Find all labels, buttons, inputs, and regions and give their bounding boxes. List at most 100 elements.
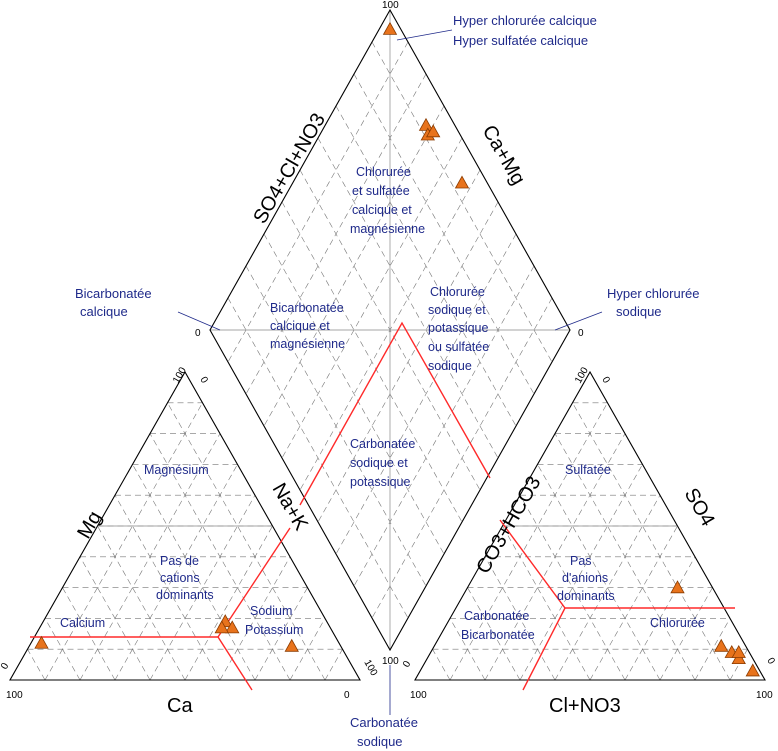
facies-diamond-bicarbonatee-calcique: calcique et: [270, 319, 330, 333]
anion-grid-line: [572, 402, 731, 681]
diamond-sample-marker: [418, 117, 434, 131]
facies-diamond-chloruree-sodique: sodique: [428, 359, 472, 373]
diamond-top-tick: 100: [382, 0, 399, 11]
cation-grid-line: [62, 587, 116, 681]
cation-facies-labels: Magnésium Pas de cations dominants Calci…: [60, 463, 303, 637]
anion-left-tick: 0: [401, 659, 414, 670]
facies-bicarbonatee: Bicarbonatée: [461, 628, 535, 642]
facies-diamond-carbonatee-sodique: potassique: [350, 475, 411, 489]
anion-top-tick: 100: [573, 365, 591, 385]
cation-sample-marker: [214, 620, 229, 634]
cation-grid-line: [184, 525, 273, 681]
anion-facies-labels: Sulfatée Pas d'anions dominants Carbonat…: [461, 463, 705, 642]
axis-title-ca: Ca: [167, 695, 193, 717]
facies-boundaries: [30, 321, 735, 691]
anion-sample-marker: [745, 663, 760, 677]
facies-carbonatee: Carbonatée: [464, 609, 529, 623]
anion-sample-marker: [670, 580, 685, 594]
anion-sample-marker: [731, 644, 746, 658]
anion-sample-marker: [714, 638, 729, 652]
diamond-facies-labels: Chlorurée et sulfatée calcique et magnés…: [270, 165, 489, 489]
diamond-grid-line: [227, 41, 409, 363]
facies-no-dominant-cation: cations: [160, 571, 200, 585]
diamond-facies-boundary: [299, 321, 491, 506]
cation-grid-line: [132, 464, 256, 681]
facies-no-dominant-anion: dominants: [557, 589, 615, 603]
anion-top-right-tick: 0: [599, 375, 612, 386]
anion-grid-line: [537, 464, 661, 681]
cation-bottom-right-tick: 0: [344, 690, 350, 701]
diamond-right-tick: 0: [578, 328, 584, 339]
facies-diamond-chloruree-sulfatee-calcique: Chlorurée: [356, 165, 411, 179]
axis-title-na-k: Na+K: [268, 480, 313, 535]
anion-facies-boundary: [522, 607, 566, 691]
axis-title-cl-no3: Cl+NO3: [549, 695, 621, 717]
axis-title-co3-hco3: CO3+HCO3: [472, 473, 545, 578]
cation-grid-line: [27, 649, 46, 681]
facies-sodium-potassium: Sodium: [250, 604, 292, 618]
anion-grid-line: [729, 649, 748, 681]
facies-diamond-chloruree-sodique: potassique: [428, 321, 489, 335]
facies-no-dominant-anion: d'anions: [562, 571, 608, 585]
facies-diamond-carbonatee-sodique: sodique et: [350, 456, 408, 470]
anion-bottom-left-tick: 100: [410, 690, 427, 701]
diamond-sample-marker: [426, 124, 441, 138]
diamond-bottom-tick: 100: [382, 656, 399, 667]
cation-sample-marker: [34, 635, 49, 649]
anion-grid-line: [659, 587, 713, 681]
facies-diamond-chloruree-sulfatee-calcique: calcique et: [352, 203, 412, 217]
annotation-hyper-sulfatee-calcique: Hyper sulfatée calcique: [453, 33, 588, 48]
diamond-grid-line: [371, 41, 553, 363]
facies-no-dominant-cation: Pas de: [160, 554, 199, 568]
facies-diamond-chloruree-sodique: Chlorurée: [430, 285, 485, 299]
anion-right-tick: 0: [764, 656, 777, 667]
diamond-grid-line: [281, 137, 463, 459]
anion-grid-line: [449, 402, 608, 681]
cation-grid-line: [97, 525, 186, 681]
facies-no-dominant-anion: Pas: [570, 554, 592, 568]
anion-grid-line: [502, 525, 591, 681]
diamond-grid-line: [335, 233, 517, 555]
cation-grid-line: [324, 649, 343, 681]
cation-grid-line: [167, 402, 326, 681]
anion-grid-line: [432, 649, 451, 681]
annotation-hyper-chloruree-sodique: sodique: [616, 304, 662, 319]
grid-lines: [27, 10, 748, 681]
diamond-grid-line: [245, 73, 427, 395]
cation-left-tick: 0: [0, 661, 12, 672]
facies-chloruree: Chlorurée: [650, 616, 705, 630]
facies-diamond-bicarbonatee-calcique: Bicarbonatée: [270, 301, 344, 315]
diamond-frame: [209, 8, 571, 652]
anion-grid-line: [519, 464, 643, 681]
annotation-bicarbonatee-calcique: calcique: [80, 304, 128, 319]
anion-grid-line: [467, 587, 521, 681]
cation-sample-marker: [225, 620, 240, 634]
diagram-frames: [9, 8, 766, 681]
anion-triangle-frame: [414, 370, 766, 681]
cation-right-tick: 100: [361, 658, 379, 678]
cation-grid-line: [254, 587, 308, 681]
cation-facies-boundary: [30, 636, 253, 691]
facies-calcium: Calcium: [60, 616, 105, 630]
tick-labels: 100 0 0 100 100 0 0 100 0 100 100 0 0 10…: [0, 0, 777, 701]
cation-facies-boundary: [217, 527, 291, 638]
anion-bottom-right-tick: 100: [756, 690, 773, 701]
anion-grid-line: [589, 525, 678, 681]
diamond-grid-line: [353, 73, 535, 395]
facies-diamond-chloruree-sulfatee-calcique: et sulfatée: [352, 184, 410, 198]
facies-no-dominant-cation: dominants: [156, 588, 214, 602]
facies-sulfatee: Sulfatée: [565, 463, 611, 477]
annotation-leader: [177, 311, 221, 331]
facies-diamond-chloruree-sulfatee-calcique: magnésienne: [350, 222, 425, 236]
facies-magnesium: Magnésium: [144, 463, 209, 477]
axis-title-mg: Mg: [73, 507, 106, 542]
annotation-leader: [554, 311, 603, 331]
cation-top-right-tick: 0: [197, 375, 210, 386]
facies-diamond-bicarbonatee-calcique: magnésienne: [270, 337, 345, 351]
cation-top-tick: 100: [171, 365, 189, 385]
axis-titles: SO4+Cl+NO3 Ca+Mg Mg Na+K CO3+HCO3 SO4 Ca…: [73, 110, 718, 717]
facies-diamond-chloruree-sodique: sodique et: [428, 303, 486, 317]
cation-grid-line: [44, 402, 203, 681]
diamond-sample-marker: [454, 175, 470, 189]
